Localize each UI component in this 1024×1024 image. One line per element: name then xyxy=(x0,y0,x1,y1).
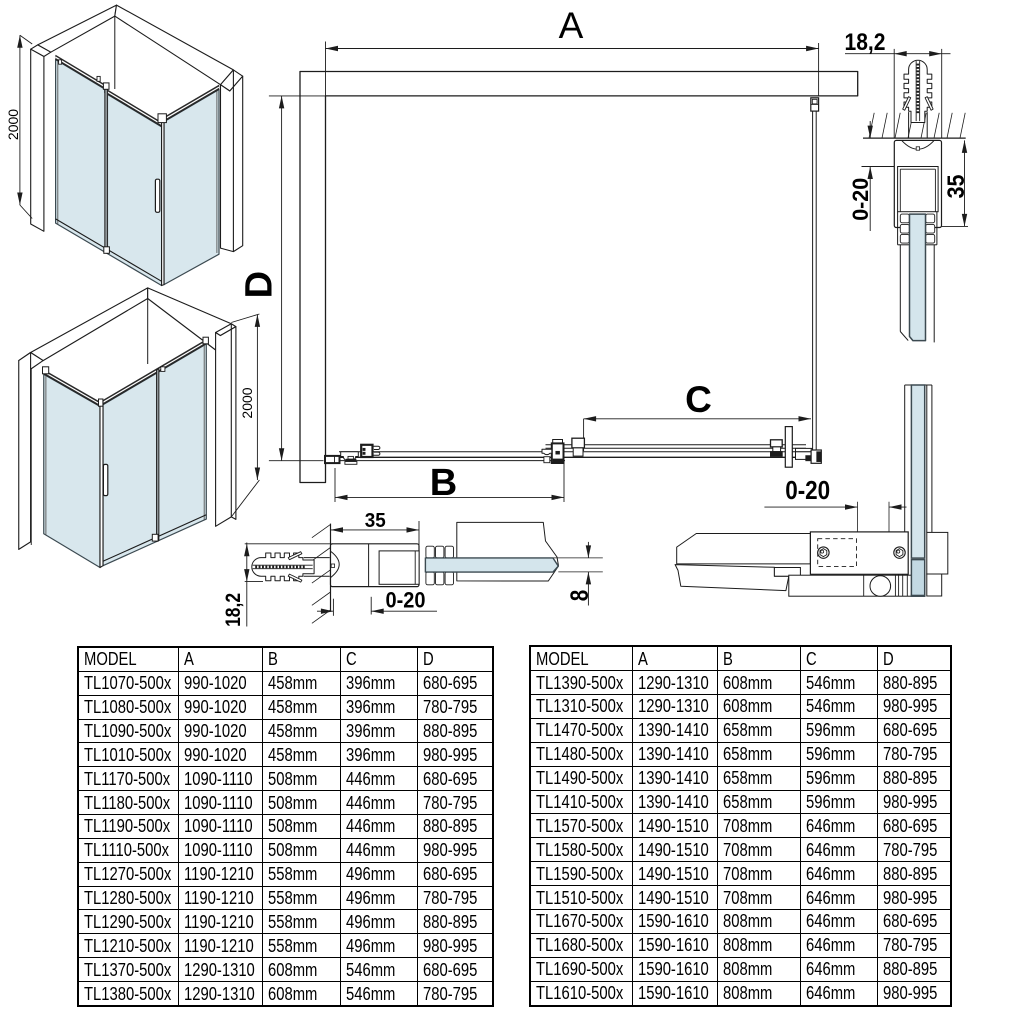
svg-text:0-20: 0-20 xyxy=(785,475,830,505)
svg-text:A: A xyxy=(559,5,584,46)
svg-text:C: C xyxy=(685,379,712,420)
svg-text:2000: 2000 xyxy=(239,387,255,418)
svg-text:2000: 2000 xyxy=(5,109,21,140)
svg-text:18,2: 18,2 xyxy=(845,29,886,56)
svg-text:0-20: 0-20 xyxy=(848,178,873,221)
svg-text:D: D xyxy=(239,271,281,298)
svg-text:B: B xyxy=(430,462,457,504)
svg-text:35: 35 xyxy=(943,175,970,199)
svg-text:18,2: 18,2 xyxy=(222,593,245,627)
svg-text:35: 35 xyxy=(365,509,386,532)
svg-text:8: 8 xyxy=(566,590,594,602)
svg-text:0-20: 0-20 xyxy=(386,587,426,612)
